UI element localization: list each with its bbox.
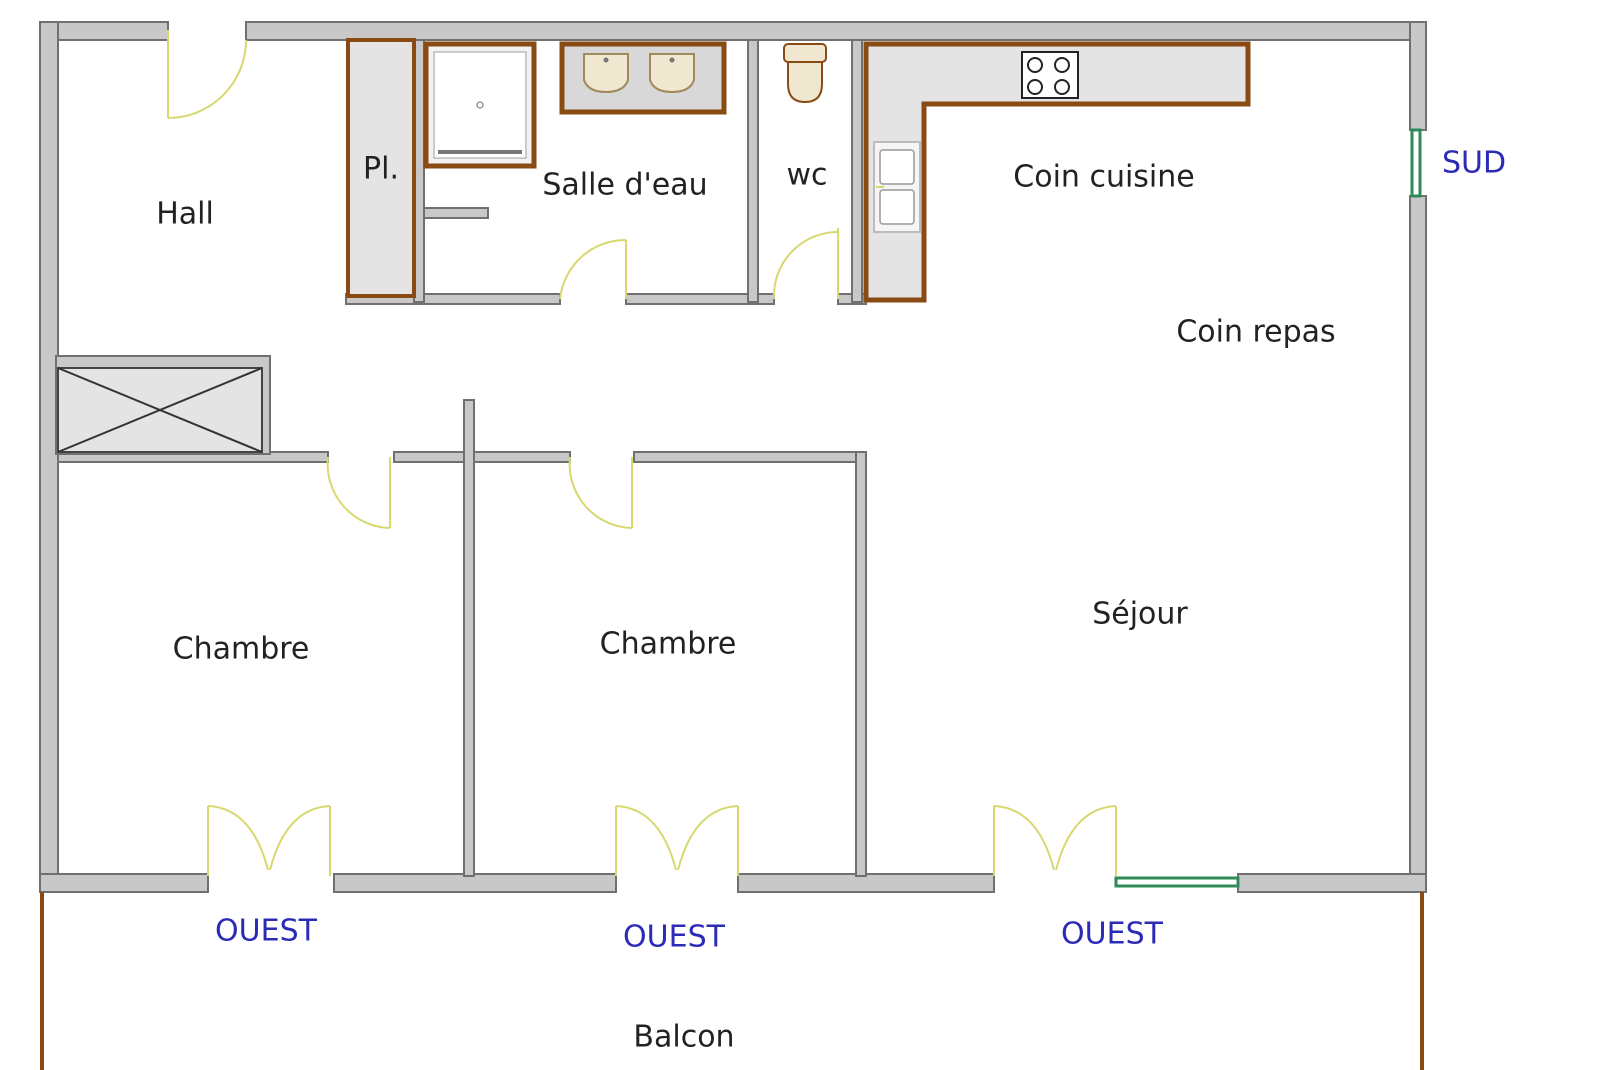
double-door-icon bbox=[615, 805, 739, 876]
wall-right-upper bbox=[1409, 21, 1427, 131]
room-labels: Hall Pl. Salle d'eau wc Coin cuisine Coi… bbox=[156, 152, 1336, 1055]
label-chambre-2: Chambre bbox=[600, 627, 737, 662]
double-sink-icon bbox=[559, 41, 727, 115]
window-sejour bbox=[1114, 876, 1240, 888]
ventilation-shaft-icon bbox=[55, 355, 271, 455]
wall-corridor-3 bbox=[633, 451, 867, 463]
door-swing-icon bbox=[559, 238, 627, 300]
wall-right-lower bbox=[1409, 195, 1427, 893]
orientation-labels: SUD OUEST OUEST OUEST bbox=[215, 146, 1506, 955]
wall-corridor-2 bbox=[393, 451, 571, 463]
wall-salle-eau-wc bbox=[747, 39, 759, 303]
label-chambre-1: Chambre bbox=[173, 632, 310, 667]
wall-left bbox=[39, 21, 59, 893]
label-placard: Pl. bbox=[363, 152, 399, 187]
wall-top-right bbox=[245, 21, 1427, 41]
toilet-icon bbox=[783, 43, 827, 104]
wall-shower-partition bbox=[423, 207, 489, 219]
double-door-icon bbox=[993, 805, 1117, 876]
wall-top-left bbox=[39, 21, 169, 41]
outer-walls bbox=[39, 21, 1427, 893]
label-ouest-1: OUEST bbox=[215, 914, 318, 949]
window-sud bbox=[1410, 128, 1422, 198]
door-swing-icon bbox=[568, 456, 633, 529]
door-swing-icon bbox=[167, 30, 247, 119]
wall-bedroom-split bbox=[463, 399, 475, 877]
label-ouest-2: OUEST bbox=[623, 920, 726, 955]
label-balcon: Balcon bbox=[633, 1020, 734, 1055]
double-door-icon bbox=[207, 805, 331, 876]
wall-bedroom-sejour bbox=[855, 451, 867, 877]
label-ouest-3: OUEST bbox=[1061, 917, 1164, 952]
label-salle-eau: Salle d'eau bbox=[542, 168, 707, 203]
kitchen-counter bbox=[863, 41, 1251, 303]
wall-bottom-1 bbox=[39, 873, 209, 893]
label-coin-cuisine: Coin cuisine bbox=[1013, 160, 1194, 195]
label-hall: Hall bbox=[156, 197, 214, 232]
balcony-railings bbox=[40, 892, 1424, 1070]
wall-bottom-4 bbox=[1237, 873, 1427, 893]
placard-cabinet bbox=[346, 38, 416, 298]
doors bbox=[167, 30, 1117, 876]
cooktop-icon bbox=[1021, 51, 1079, 99]
interior-walls bbox=[57, 39, 867, 877]
label-sud: SUD bbox=[1442, 146, 1506, 181]
door-swing-icon bbox=[772, 228, 839, 300]
windows bbox=[1114, 128, 1422, 888]
label-coin-repas: Coin repas bbox=[1176, 315, 1335, 350]
wall-wc-cuisine bbox=[851, 39, 863, 303]
kitchen-sink-icon bbox=[873, 141, 921, 233]
shower-tray-icon bbox=[423, 41, 537, 169]
label-sejour: Séjour bbox=[1092, 597, 1188, 632]
label-wc: wc bbox=[786, 158, 827, 193]
door-swing-icon bbox=[326, 456, 391, 529]
